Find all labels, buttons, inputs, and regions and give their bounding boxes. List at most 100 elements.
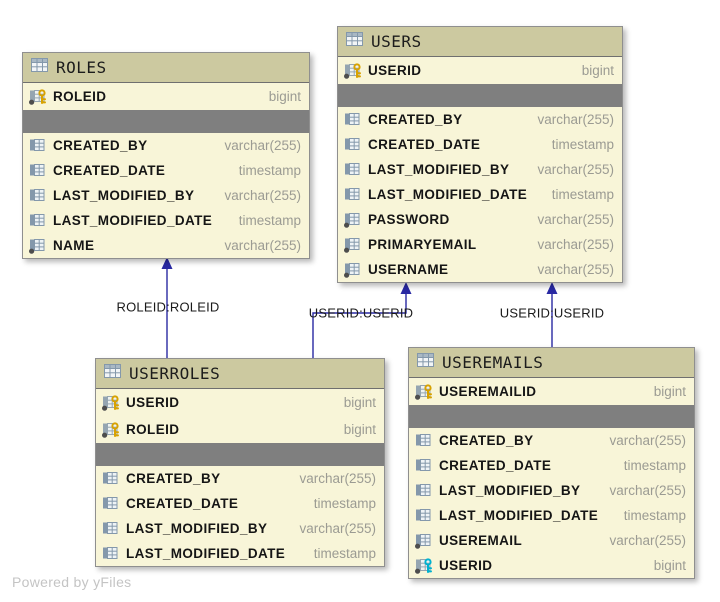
column-icon-wrap [102,421,122,438]
column-row-created_by[interactable]: CREATED_BY varchar(255) [96,466,384,491]
table-header-userroles[interactable]: USERROLES [96,359,384,389]
column-name: USERID [439,558,493,573]
column-row-userid[interactable]: USERID bigint [338,57,622,84]
column-icon-wrap [102,495,122,512]
column-icon-wrap [344,62,364,79]
table-icon-wrap [104,364,121,383]
entity-table-userroles[interactable]: USERROLES USERID bigint ROLEID bigint CREA… [95,358,385,567]
edge-label-userroles-to-roles: ROLEID:ROLEID [116,299,220,315]
column-name: LAST_MODIFIED_DATE [126,546,286,561]
table-icon [346,32,363,46]
column-icon-wrap [415,557,435,574]
primary-key-icon [29,89,46,105]
column-name: PRIMARYEMAIL [368,237,477,252]
column-type: varchar(255) [537,112,614,127]
column-icon-wrap [344,211,364,228]
column-type: timestamp [623,458,686,473]
table-header-users[interactable]: USERS [338,27,622,57]
column-type: varchar(255) [609,433,686,448]
column-name: CREATED_BY [126,471,221,486]
column-icon [103,472,118,484]
column-type: bigint [581,63,614,78]
table-icon [104,364,121,378]
column-type: varchar(255) [537,162,614,177]
column-type: timestamp [551,187,614,202]
column-name: ROLEID [126,422,180,437]
column-type: varchar(255) [299,471,376,486]
column-type: varchar(255) [537,262,614,277]
column-icon-wrap [344,161,364,178]
column-type: timestamp [313,496,376,511]
column-name: USERID [368,63,422,78]
column-name: USERID [126,395,180,410]
column-type: varchar(255) [299,521,376,536]
column-name: LAST_MODIFIED_DATE [439,508,599,523]
column-icon [345,113,360,125]
primary-key-icon [102,422,119,438]
table-icon-wrap [346,32,363,51]
column-icon-wrap [29,212,49,229]
table-icon-wrap [417,353,434,372]
column-icon-wrap [344,236,364,253]
column-icon-wrap [415,432,435,449]
edge-label-userroles-to-users: USERID:USERID [308,305,414,321]
relationship-edge-userroles-to-users [312,294,407,358]
column-icon-wrap [102,394,122,411]
column-name: CREATED_DATE [53,163,166,178]
column-icon [345,188,360,200]
column-name: LAST_MODIFIED_BY [439,483,581,498]
column-icon [345,163,360,175]
column-icon-wrap [415,507,435,524]
column-type: bigint [343,422,376,437]
column-icon [103,497,118,509]
arrowhead-icon [400,282,412,294]
column-row-roleid[interactable]: ROLEID bigint [96,416,384,443]
column-name: PASSWORD [368,212,450,227]
key-columns-separator [23,110,309,133]
table-header-useremails[interactable]: USEREMAILS [409,348,694,378]
table-header-roles[interactable]: ROLES [23,53,309,83]
column-name: USEREMAIL [439,533,523,548]
table-title: USERS [371,32,422,51]
column-row-userid[interactable]: USERID bigint [96,389,384,416]
column-name: ROLEID [53,89,107,104]
column-icon-wrap [29,187,49,204]
column-name: LAST_MODIFIED_DATE [368,187,528,202]
table-icon-wrap [31,58,48,77]
column-notnull-icon [344,263,360,278]
column-row-last_modified_date[interactable]: LAST_MODIFIED_DATE timestamp [338,182,622,207]
column-type: timestamp [238,213,301,228]
column-name: USEREMAILID [439,384,537,399]
column-icon-wrap [102,520,122,537]
column-icon-wrap [344,136,364,153]
column-icon-wrap [344,261,364,278]
column-icon-wrap [102,470,122,487]
column-type: bigint [343,395,376,410]
